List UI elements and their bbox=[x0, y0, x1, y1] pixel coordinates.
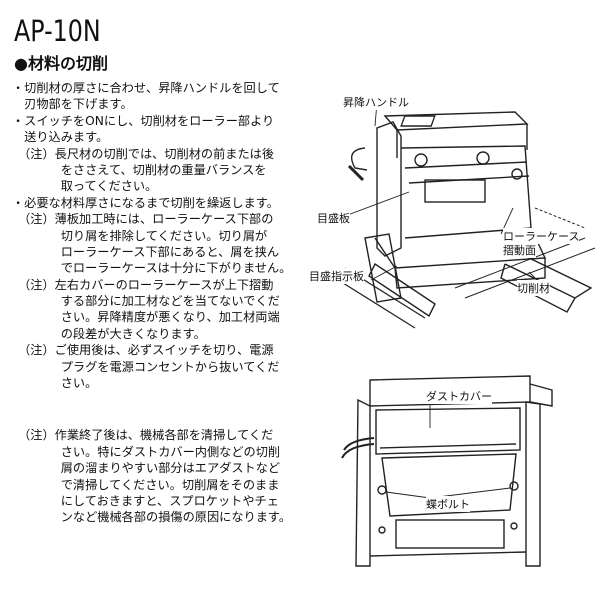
dust-cover-drawing bbox=[341, 375, 553, 567]
label-roller-case: ローラーケース bbox=[503, 228, 580, 244]
text-line: ・必要な材料厚さになるまで切削を繰返します。 bbox=[12, 195, 279, 210]
dust-cover-figure: ダストカバー 蝶ボルト bbox=[330, 370, 598, 570]
text-line: さい。昇降精度が悪くなり、加工材両端 bbox=[12, 310, 280, 325]
text-line: （注）ご使用後は、必ずスイッチを切り、電源 bbox=[12, 343, 274, 358]
label-dust-cover: ダストカバー bbox=[426, 388, 492, 404]
label-handle: 昇降ハンドル bbox=[343, 94, 409, 110]
label-scale-plate: 目盛板 bbox=[317, 210, 350, 226]
text-line: でローラーケースは十分に下がりません。 bbox=[12, 261, 292, 276]
text-line: さい。 bbox=[12, 376, 98, 391]
text-line: 屑の溜まりやすい部分はエアダストなど bbox=[12, 461, 281, 476]
text-line: 切り屑を排除してください。切り屑が bbox=[12, 228, 268, 243]
text-line: さい。特にダストカバー内側などの切削 bbox=[12, 444, 281, 459]
text-line: （注）左右カバーのローラーケースが上下摺動 bbox=[12, 277, 274, 292]
text-line: ンなど機械各部の損傷の原因になります。 bbox=[12, 510, 292, 525]
text-line: 取ってください。 bbox=[12, 179, 158, 194]
text-line: （注）薄板加工時には、ローラーケース下部の bbox=[12, 212, 274, 227]
instruction-list-top: ・切削材の厚さに合わせ、昇降ハンドルを回して 刃物部を下げます。・スイッチをON… bbox=[12, 80, 310, 391]
text-line: にしておきますと、スプロケットやチェ bbox=[12, 493, 279, 508]
text-line: 刃物部を下げます。 bbox=[12, 97, 133, 112]
text-line: で清掃してください。切削屑をそのまま bbox=[12, 477, 280, 492]
text-line: ・スイッチをONにし、切削材をローラー部より bbox=[12, 113, 275, 128]
text-line: する部分に加工材などを当てないでくだ bbox=[12, 294, 280, 309]
text-line: の段差が大きくなります。 bbox=[12, 326, 206, 341]
text-line: ・切削材の厚さに合わせ、昇降ハンドルを回して bbox=[12, 81, 280, 95]
label-wing-bolt: 蝶ボルト bbox=[426, 496, 470, 512]
text-line: （注）作業終了後は、機械各部を清掃してくだ bbox=[12, 428, 274, 443]
text-line: ローラーケース下部にあると、屑を挟ん bbox=[12, 244, 280, 259]
text-line: をささえて、切削材の重量バランスを bbox=[12, 162, 267, 177]
model-title: AP-10N bbox=[14, 14, 101, 48]
label-scale-indicator: 目盛指示板 bbox=[309, 268, 364, 284]
label-sliding-surface: 摺動面 bbox=[503, 242, 536, 258]
text-line: 送り込みます。 bbox=[12, 130, 109, 145]
text-line: プラグを電源コンセントから抜いてくだ bbox=[12, 359, 280, 374]
section-title: ●材料の切削 bbox=[14, 54, 108, 73]
instruction-list-bottom: （注）作業終了後は、機械各部を清掃してくだ さい。特にダストカバー内側などの切削… bbox=[12, 427, 310, 525]
label-workpiece: 切削材 bbox=[517, 280, 550, 296]
text-line: （注）長尺材の切削では、切削材の前または後 bbox=[12, 146, 275, 161]
instruction-text: ・切削材の厚さに合わせ、昇降ハンドルを回して 刃物部を下げます。・スイッチをON… bbox=[12, 80, 310, 526]
planer-figure-top: 昇降ハンドル 目盛板 ローラーケース 摺動面 目盛指示板 切削材 bbox=[305, 88, 597, 338]
